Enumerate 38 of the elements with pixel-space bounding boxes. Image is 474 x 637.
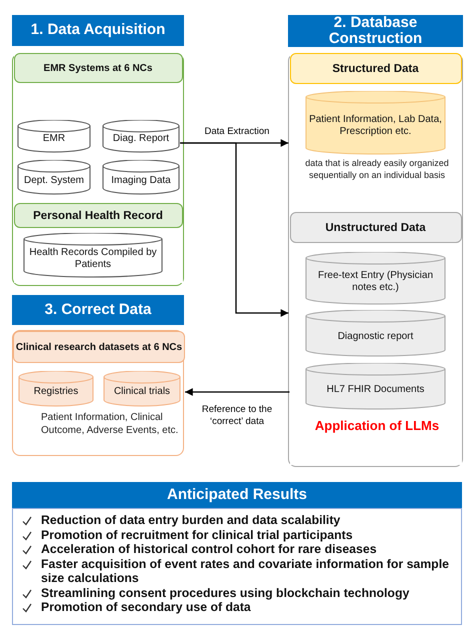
panel bbox=[12, 15, 184, 286]
section-header: Unstructured Data bbox=[290, 212, 462, 243]
description-text: data that is already easily organized sequentially on an individual basis bbox=[304, 158, 450, 182]
database-cylinder: Health Records Compiled by Patients bbox=[23, 233, 163, 278]
database-cylinder: HL7 FHIR Documents bbox=[305, 363, 446, 410]
section-header: 3. Correct Data bbox=[12, 295, 184, 325]
llm-note: Application of LLMs bbox=[314, 418, 440, 435]
list-item: Promotion of recruitment for clinical trial participants bbox=[41, 528, 353, 542]
panel bbox=[288, 15, 463, 467]
list-item: Promotion of secondary use of data bbox=[41, 600, 251, 614]
database-cylinder: Imaging Data bbox=[102, 160, 180, 195]
description-text: Patient Information, Clinical Outcome, Adverse Events, etc. bbox=[41, 411, 180, 438]
section-header: 1. Data Acquisition bbox=[12, 15, 184, 46]
database-cylinder: Diagnostic report bbox=[305, 310, 446, 357]
database-cylinder: EMR bbox=[17, 120, 91, 153]
database-cylinder: Patient Information, Lab Data, Prescription etc. bbox=[305, 91, 446, 155]
section-header: Personal Health Record bbox=[14, 203, 182, 228]
section-header: Clinical research datasets at 6 NCs bbox=[13, 331, 185, 363]
database-cylinder: Dept. System bbox=[17, 160, 91, 195]
section-header: EMR Systems at 6 NCs bbox=[14, 53, 182, 83]
panel bbox=[12, 482, 462, 625]
database-cylinder: Free-text Entry (Physician notes etc.) bbox=[305, 252, 446, 305]
section-panel bbox=[290, 212, 462, 465]
list-item: Faster acquisition of event rates and covariate information for sample size calculations bbox=[41, 556, 450, 586]
database-cylinder: Diag. Report bbox=[102, 120, 180, 153]
section-panel bbox=[14, 203, 182, 283]
list-item: Streamlining consent procedures using blockchain technology bbox=[41, 586, 410, 600]
section-header: 2. Database Construction bbox=[288, 15, 463, 47]
list-item: Reduction of data entry burden and data scalability bbox=[41, 513, 340, 528]
section-header: Structured Data bbox=[290, 53, 462, 84]
list-item: Acceleration of historical control cohort for rare diseases bbox=[41, 542, 377, 556]
database-cylinder: Registries bbox=[18, 371, 94, 407]
database-cylinder: Clinical trials bbox=[103, 371, 181, 407]
arrow bbox=[185, 388, 290, 396]
arrow bbox=[180, 142, 288, 317]
section-panel bbox=[12, 330, 184, 456]
panel bbox=[12, 295, 184, 456]
section-header: Anticipated Results bbox=[12, 482, 462, 508]
